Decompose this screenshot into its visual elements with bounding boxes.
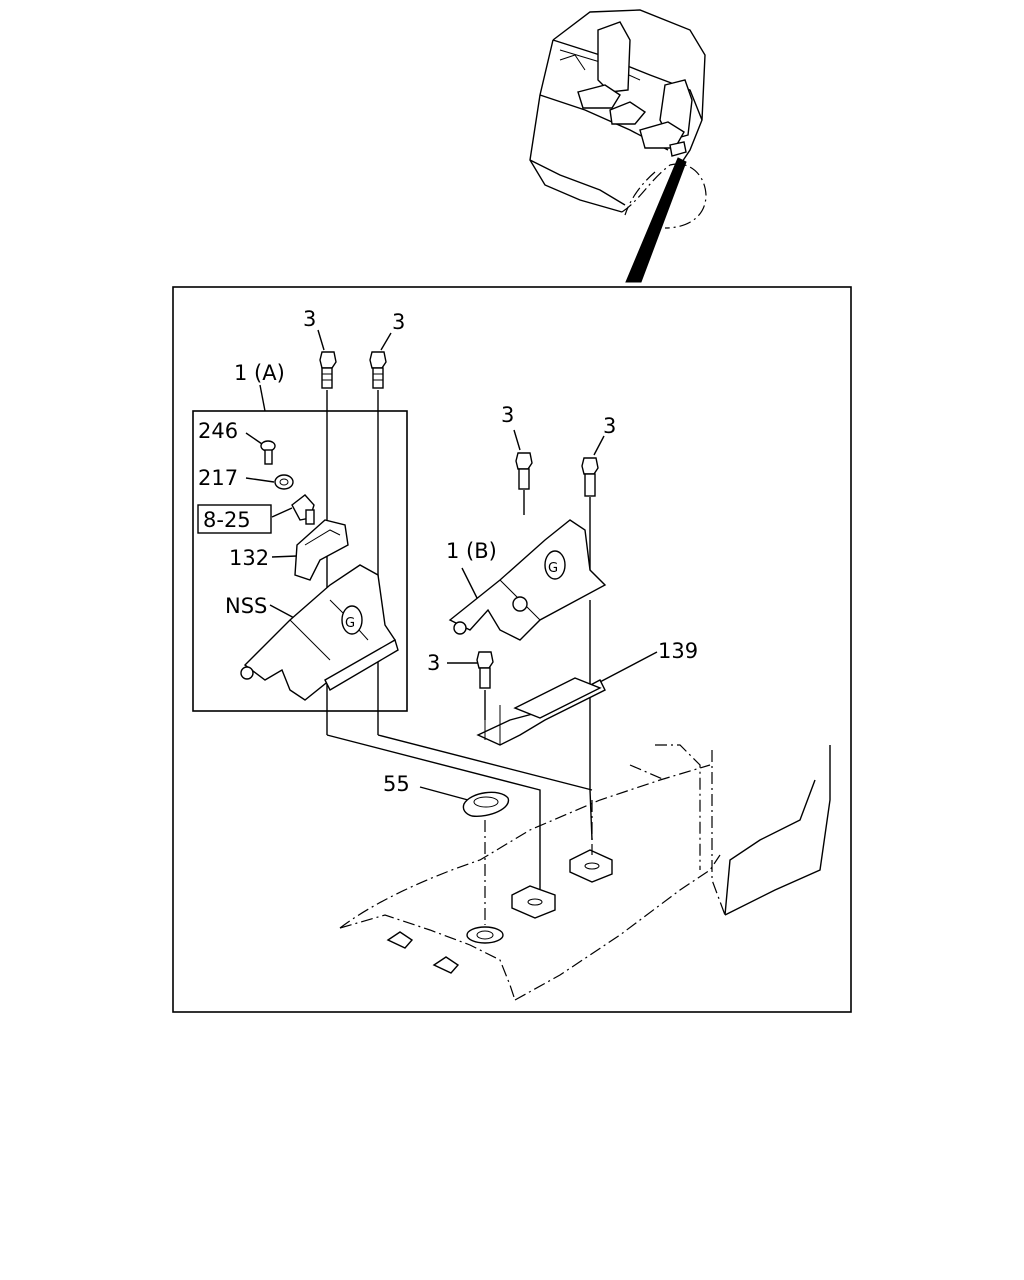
label-assembly-1b: 1 (B) [446, 539, 497, 563]
label-bolt-3-c: 3 [501, 403, 514, 427]
label-part-132: 132 [229, 546, 269, 570]
bolt-3-c-icon [513, 429, 533, 490]
bolt-3-d-icon [581, 435, 605, 497]
bolt-3-a-icon [317, 329, 337, 389]
label-part-139: 139 [658, 639, 698, 663]
assembly-1a-box [192, 410, 408, 712]
label-part-246: 246 [198, 419, 238, 443]
label-bolt-3-e: 3 [427, 651, 440, 675]
label-bolt-3-a: 3 [303, 307, 316, 331]
plug-55-icon [419, 786, 510, 817]
svg-text:G: G [548, 561, 558, 576]
label-part-55: 55 [383, 772, 410, 796]
label-assembly-1a: 1 (A) [234, 361, 285, 385]
bracket-139-icon [476, 651, 658, 746]
cover-132-icon [271, 519, 349, 581]
floor-panel [339, 744, 831, 1001]
vehicle-overview-illustration [529, 9, 707, 283]
screw-246-icon [245, 432, 276, 465]
bolt-3-e-icon [447, 651, 494, 689]
label-part-nss: NSS [225, 594, 267, 618]
part-8-25-frame [197, 504, 272, 534]
bolt-3-b-icon [369, 332, 392, 389]
knob-8-25-icon [271, 494, 315, 525]
label-part-217: 217 [198, 466, 238, 490]
label-bolt-3-b: 3 [392, 310, 405, 334]
diagram-frame [172, 286, 852, 1013]
seatbelt-buckle-1b-icon: G [448, 519, 607, 641]
label-part-8-25: 8-25 [203, 508, 251, 532]
svg-text:G: G [345, 616, 355, 631]
washer-217-icon [245, 474, 294, 490]
seatbelt-buckle-nss-icon: G [240, 564, 399, 701]
label-bolt-3-d: 3 [603, 414, 616, 438]
